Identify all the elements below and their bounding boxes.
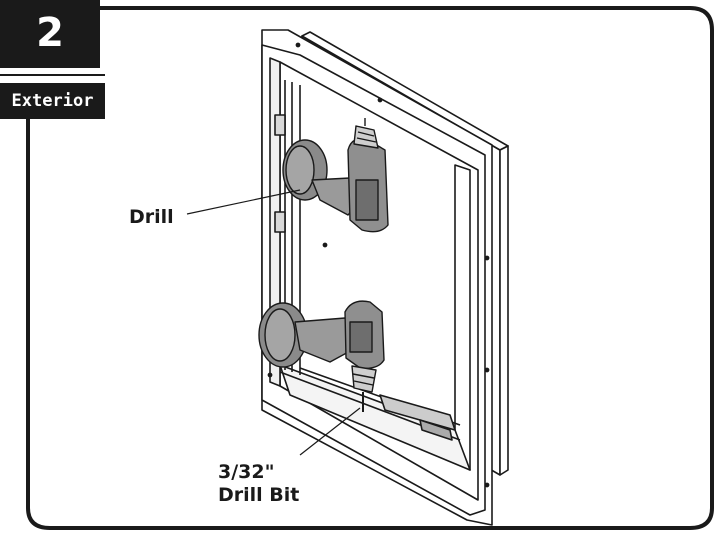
step-badge-bg xyxy=(0,0,100,68)
lower-drill xyxy=(258,300,385,412)
drill-bit-callout: Drill Bit xyxy=(218,484,300,506)
drill-leader-line xyxy=(186,189,301,215)
upper-drill xyxy=(282,118,389,233)
window-frame xyxy=(261,29,509,526)
panel-border xyxy=(26,6,714,530)
step-number: 2 xyxy=(36,10,64,56)
step-label: Exterior xyxy=(11,91,94,111)
step-badge: 2 Exterior xyxy=(0,0,105,118)
drill-bit-size-callout: 3/32" xyxy=(218,461,275,483)
step-label-bg xyxy=(0,83,105,119)
drill-bit-leader-line xyxy=(299,407,361,456)
drill-callout: Drill xyxy=(129,206,174,228)
